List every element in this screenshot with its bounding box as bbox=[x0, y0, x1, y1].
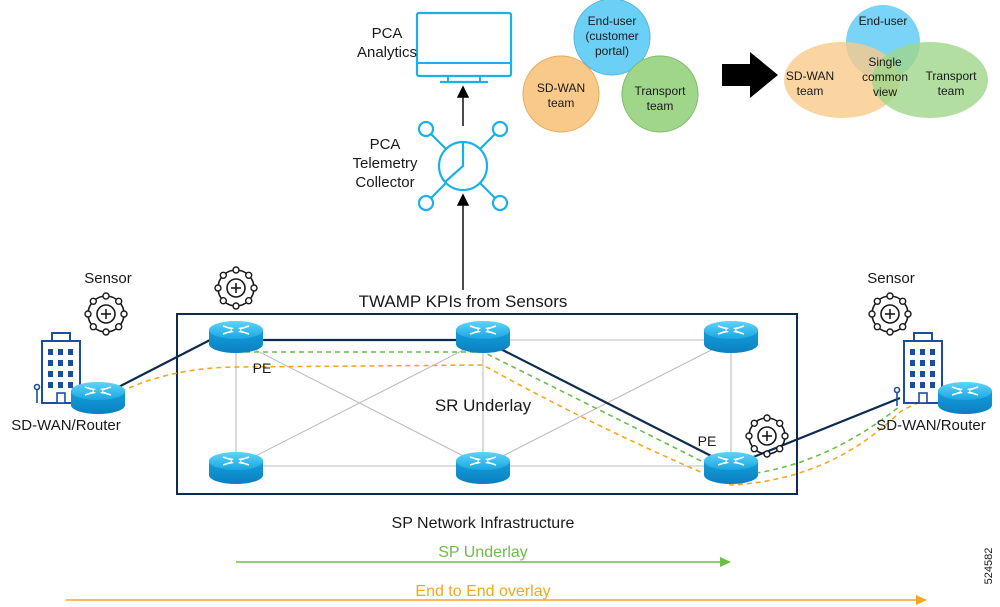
venn-after-sdwan-1: SD-WAN bbox=[786, 69, 834, 83]
left-sensor-label: Sensor bbox=[84, 270, 132, 287]
collector-label-1: PCA bbox=[370, 136, 401, 153]
analytics-label-1: PCA bbox=[372, 25, 403, 42]
router-core-top bbox=[455, 320, 511, 354]
pe-left-label: PE bbox=[253, 360, 272, 376]
router-core-bottom bbox=[455, 451, 511, 485]
sensor-icon bbox=[214, 266, 258, 310]
e2e-overlay-legend-label: End to End overlay bbox=[415, 583, 550, 600]
venn-before-sdwan-2: team bbox=[548, 96, 575, 110]
venn-after-transport-1: Transport bbox=[926, 69, 978, 83]
telemetry-collector-icon bbox=[417, 120, 509, 212]
overlay-dashed-path bbox=[104, 364, 941, 486]
venn-after-sdwan-2: team bbox=[797, 84, 824, 98]
sr-underlay-label: SR Underlay bbox=[435, 396, 532, 415]
collector-label-3: Collector bbox=[355, 174, 414, 191]
router-sdwan-left bbox=[70, 381, 126, 415]
router-top-right bbox=[703, 320, 759, 354]
router-bottom-left bbox=[208, 451, 264, 485]
sensor-icon bbox=[84, 292, 128, 336]
twamp-label: TWAMP KPIs from Sensors bbox=[359, 292, 568, 311]
sensor-icon bbox=[868, 292, 912, 336]
sp-network-box bbox=[176, 313, 798, 495]
venn-before bbox=[522, 0, 699, 133]
venn-before-enduser-1: End-user bbox=[588, 14, 637, 28]
venn-before-transport-2: team bbox=[647, 99, 674, 113]
sp-infrastructure-label: SP Network Infrastructure bbox=[392, 515, 575, 532]
sensor-icon bbox=[745, 414, 789, 458]
upstream-arrows bbox=[456, 85, 470, 290]
antenna-icon bbox=[33, 383, 41, 403]
e2e-overlay-legend-arrow bbox=[66, 595, 927, 605]
venn-before-sdwan-1: SD-WAN bbox=[537, 81, 585, 95]
venn-after-center-3: view bbox=[873, 85, 897, 99]
monitor-icon bbox=[415, 11, 513, 84]
analytics-label-2: Analytics bbox=[357, 44, 417, 61]
left-router-label: SD-WAN/Router bbox=[11, 417, 120, 434]
router-sdwan-right bbox=[937, 381, 993, 415]
building-icon bbox=[903, 332, 943, 404]
right-router-label: SD-WAN/Router bbox=[876, 417, 985, 434]
venn-after-transport-2: team bbox=[938, 84, 965, 98]
underlay-dashed-path bbox=[236, 351, 901, 477]
venn-after-enduser: End-user bbox=[859, 14, 908, 28]
right-sensor-label: Sensor bbox=[867, 270, 915, 287]
figure-id: 524582 bbox=[983, 548, 995, 585]
venn-after-center-2: common bbox=[862, 70, 908, 84]
antenna-icon bbox=[893, 386, 901, 406]
collector-label-2: Telemetry bbox=[352, 155, 418, 172]
transition-arrow-icon bbox=[722, 52, 778, 98]
venn-before-transport-1: Transport bbox=[635, 84, 687, 98]
venn-after-center-1: Single bbox=[868, 55, 902, 69]
sp-underlay-legend-arrow bbox=[236, 557, 731, 567]
router-pe-right bbox=[703, 451, 759, 485]
sp-underlay-legend-label: SP Underlay bbox=[438, 544, 528, 561]
venn-before-enduser-2: (customer bbox=[585, 29, 638, 43]
venn-before-enduser-3: portal) bbox=[595, 44, 629, 58]
primary-path bbox=[102, 338, 901, 468]
venn-after bbox=[784, 5, 988, 118]
router-pe-left bbox=[208, 320, 264, 354]
pe-right-label: PE bbox=[698, 433, 717, 449]
